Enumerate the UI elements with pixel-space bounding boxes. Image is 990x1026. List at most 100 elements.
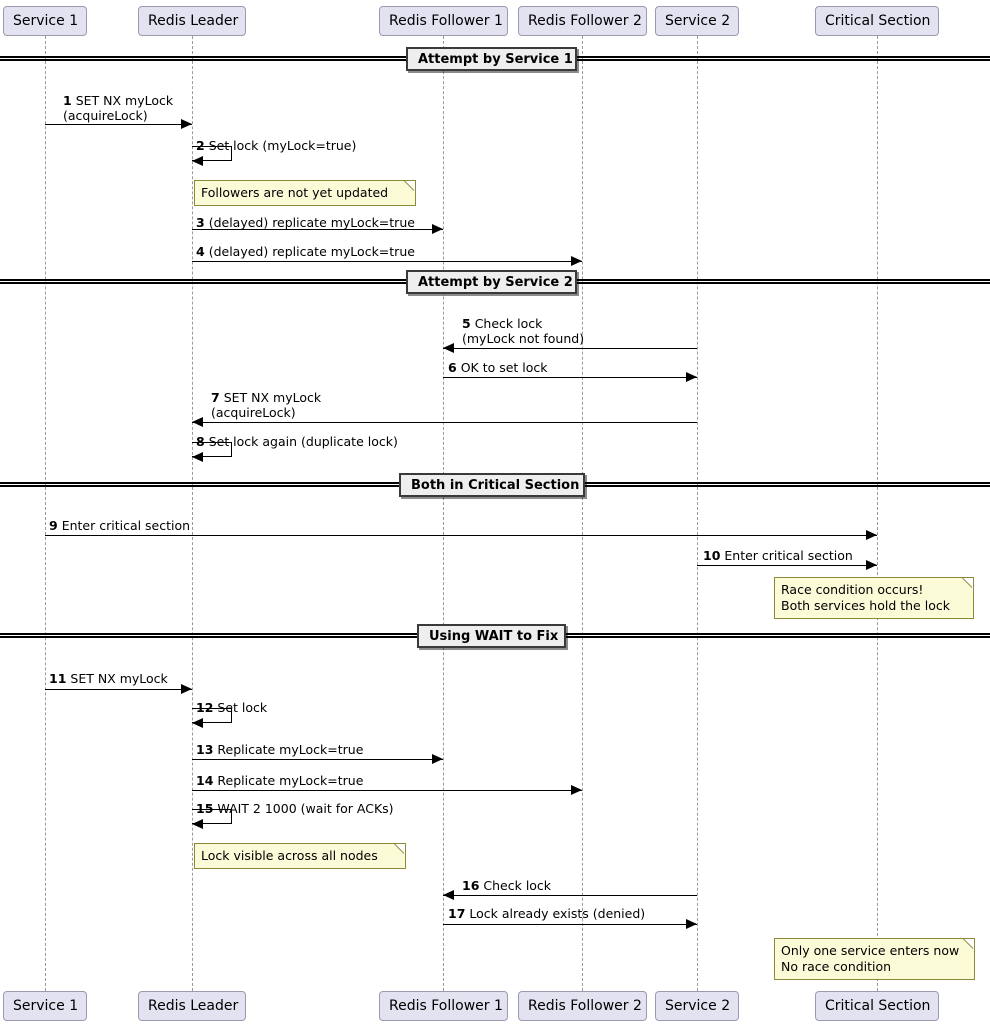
message-label-9: 9 Enter critical section <box>49 518 190 533</box>
message-text-4: (delayed) replicate myLock=true <box>208 244 415 259</box>
note-followers-stale-text: Followers are not yet updated <box>201 185 389 200</box>
header-participant-follower2[interactable]: Redis Follower 2 <box>518 6 647 36</box>
group-label-text: Using WAIT to Fix <box>429 629 559 644</box>
message-label-3: 3 (delayed) replicate myLock=true <box>196 215 415 230</box>
note-followers-stale-fold-edge <box>401 180 416 195</box>
participant-label: Service 1 <box>13 998 79 1014</box>
header-participant-follower1[interactable]: Redis Follower 1 <box>379 6 508 36</box>
note-race-condition-text: Race condition occurs! Both services hol… <box>781 582 950 613</box>
group-label-text: Attempt by Service 1 <box>418 52 573 67</box>
message-number-11: 11 <box>49 671 67 686</box>
lifeline-leader <box>192 36 193 991</box>
message-line-14 <box>192 790 582 791</box>
message-number-9: 9 <box>49 518 58 533</box>
arrowhead-10 <box>866 560 877 570</box>
message-number-10: 10 <box>703 548 721 563</box>
message-text-17: Lock already exists (denied) <box>469 906 646 921</box>
message-label-16: 16 Check lock <box>462 878 551 893</box>
arrowhead-15 <box>192 819 203 829</box>
lifeline-critical <box>877 36 878 991</box>
message-line-17 <box>443 924 697 925</box>
header-participant-critical[interactable]: Critical Section <box>815 6 939 36</box>
message-text-12: Set lock <box>217 700 268 715</box>
note-followers-stale: Followers are not yet updated <box>194 180 416 206</box>
message-text-11: SET NX myLock <box>70 671 168 686</box>
note-no-race-text: Only one service enters now No race cond… <box>781 943 960 974</box>
message-text-7: SET NX myLock (acquireLock) <box>211 390 322 420</box>
message-label-1: 1 SET NX myLock (acquireLock) <box>63 93 173 123</box>
message-number-3: 3 <box>196 215 205 230</box>
message-number-8: 8 <box>196 434 205 449</box>
header-participant-service1[interactable]: Service 1 <box>3 6 87 36</box>
message-line-11 <box>45 689 192 690</box>
group-4-label: Using WAIT to Fix <box>417 624 566 648</box>
message-number-16: 16 <box>462 878 480 893</box>
arrowhead-2 <box>192 156 203 166</box>
arrowhead-13 <box>432 754 443 764</box>
message-label-10: 10 Enter critical section <box>703 548 853 563</box>
self-message-loop-12 <box>192 708 232 723</box>
message-line-10 <box>697 565 877 566</box>
message-line-13 <box>192 759 443 760</box>
arrowhead-7 <box>192 417 203 427</box>
message-text-3: (delayed) replicate myLock=true <box>208 215 415 230</box>
footer-participant-critical[interactable]: Critical Section <box>815 991 939 1021</box>
group-1-label: Attempt by Service 1 <box>406 47 577 71</box>
message-line-9 <box>45 535 877 536</box>
note-race-condition-fold-edge <box>959 577 974 592</box>
participant-label: Redis Follower 2 <box>528 13 642 29</box>
lifeline-service1 <box>45 36 46 991</box>
self-message-loop-8 <box>192 442 232 457</box>
footer-participant-follower1[interactable]: Redis Follower 1 <box>379 991 508 1021</box>
footer-participant-service2[interactable]: Service 2 <box>655 991 739 1021</box>
message-text-2: Set lock (myLock=true) <box>208 138 357 153</box>
message-number-14: 14 <box>196 773 214 788</box>
arrowhead-4 <box>571 256 582 266</box>
message-label-5: 5 Check lock (myLock not found) <box>462 316 584 346</box>
arrowhead-9 <box>866 530 877 540</box>
header-participant-service2[interactable]: Service 2 <box>655 6 739 36</box>
message-line-1 <box>45 124 192 125</box>
message-label-4: 4 (delayed) replicate myLock=true <box>196 244 415 259</box>
message-number-15: 15 <box>196 801 214 816</box>
self-message-loop-2 <box>192 146 232 161</box>
footer-participant-follower2[interactable]: Redis Follower 2 <box>518 991 647 1021</box>
note-lock-visible-text: Lock visible across all nodes <box>201 848 378 863</box>
message-label-13: 13 Replicate myLock=true <box>196 742 363 757</box>
note-race-condition: Race condition occurs! Both services hol… <box>774 577 974 619</box>
arrowhead-1 <box>181 119 192 129</box>
participant-label: Redis Follower 1 <box>389 998 503 1014</box>
message-label-7: 7 SET NX myLock (acquireLock) <box>211 390 321 420</box>
footer-participant-service1[interactable]: Service 1 <box>3 991 87 1021</box>
message-number-7: 7 <box>211 390 220 405</box>
footer-participant-leader[interactable]: Redis Leader <box>138 991 246 1021</box>
note-lock-visible-fold-edge <box>391 843 406 858</box>
message-number-5: 5 <box>462 316 471 331</box>
message-label-15: 15 WAIT 2 1000 (wait for ACKs) <box>196 801 394 816</box>
message-label-14: 14 Replicate myLock=true <box>196 773 363 788</box>
arrowhead-17 <box>686 919 697 929</box>
message-number-4: 4 <box>196 244 205 259</box>
message-label-17: 17 Lock already exists (denied) <box>448 906 645 921</box>
note-lock-visible: Lock visible across all nodes <box>194 843 406 869</box>
group-2-label: Attempt by Service 2 <box>406 270 577 294</box>
message-line-4 <box>192 261 582 262</box>
message-label-6: 6 OK to set lock <box>448 360 548 375</box>
participant-label: Critical Section <box>825 998 931 1014</box>
message-text-9: Enter critical section <box>61 518 191 533</box>
message-text-16: Check lock <box>483 878 552 893</box>
message-label-8: 8 Set lock again (duplicate lock) <box>196 434 398 449</box>
note-no-race: Only one service enters now No race cond… <box>774 938 975 980</box>
header-participant-leader[interactable]: Redis Leader <box>138 6 246 36</box>
message-text-8: Set lock again (duplicate lock) <box>208 434 398 449</box>
participant-label: Redis Leader <box>148 998 239 1014</box>
participant-label: Critical Section <box>825 13 931 29</box>
message-text-6: OK to set lock <box>460 360 548 375</box>
message-text-15: WAIT 2 1000 (wait for ACKs) <box>217 801 394 816</box>
group-3-label: Both in Critical Section <box>399 473 585 497</box>
message-number-13: 13 <box>196 742 214 757</box>
group-label-text: Attempt by Service 2 <box>418 275 573 290</box>
message-number-12: 12 <box>196 700 214 715</box>
message-number-6: 6 <box>448 360 457 375</box>
